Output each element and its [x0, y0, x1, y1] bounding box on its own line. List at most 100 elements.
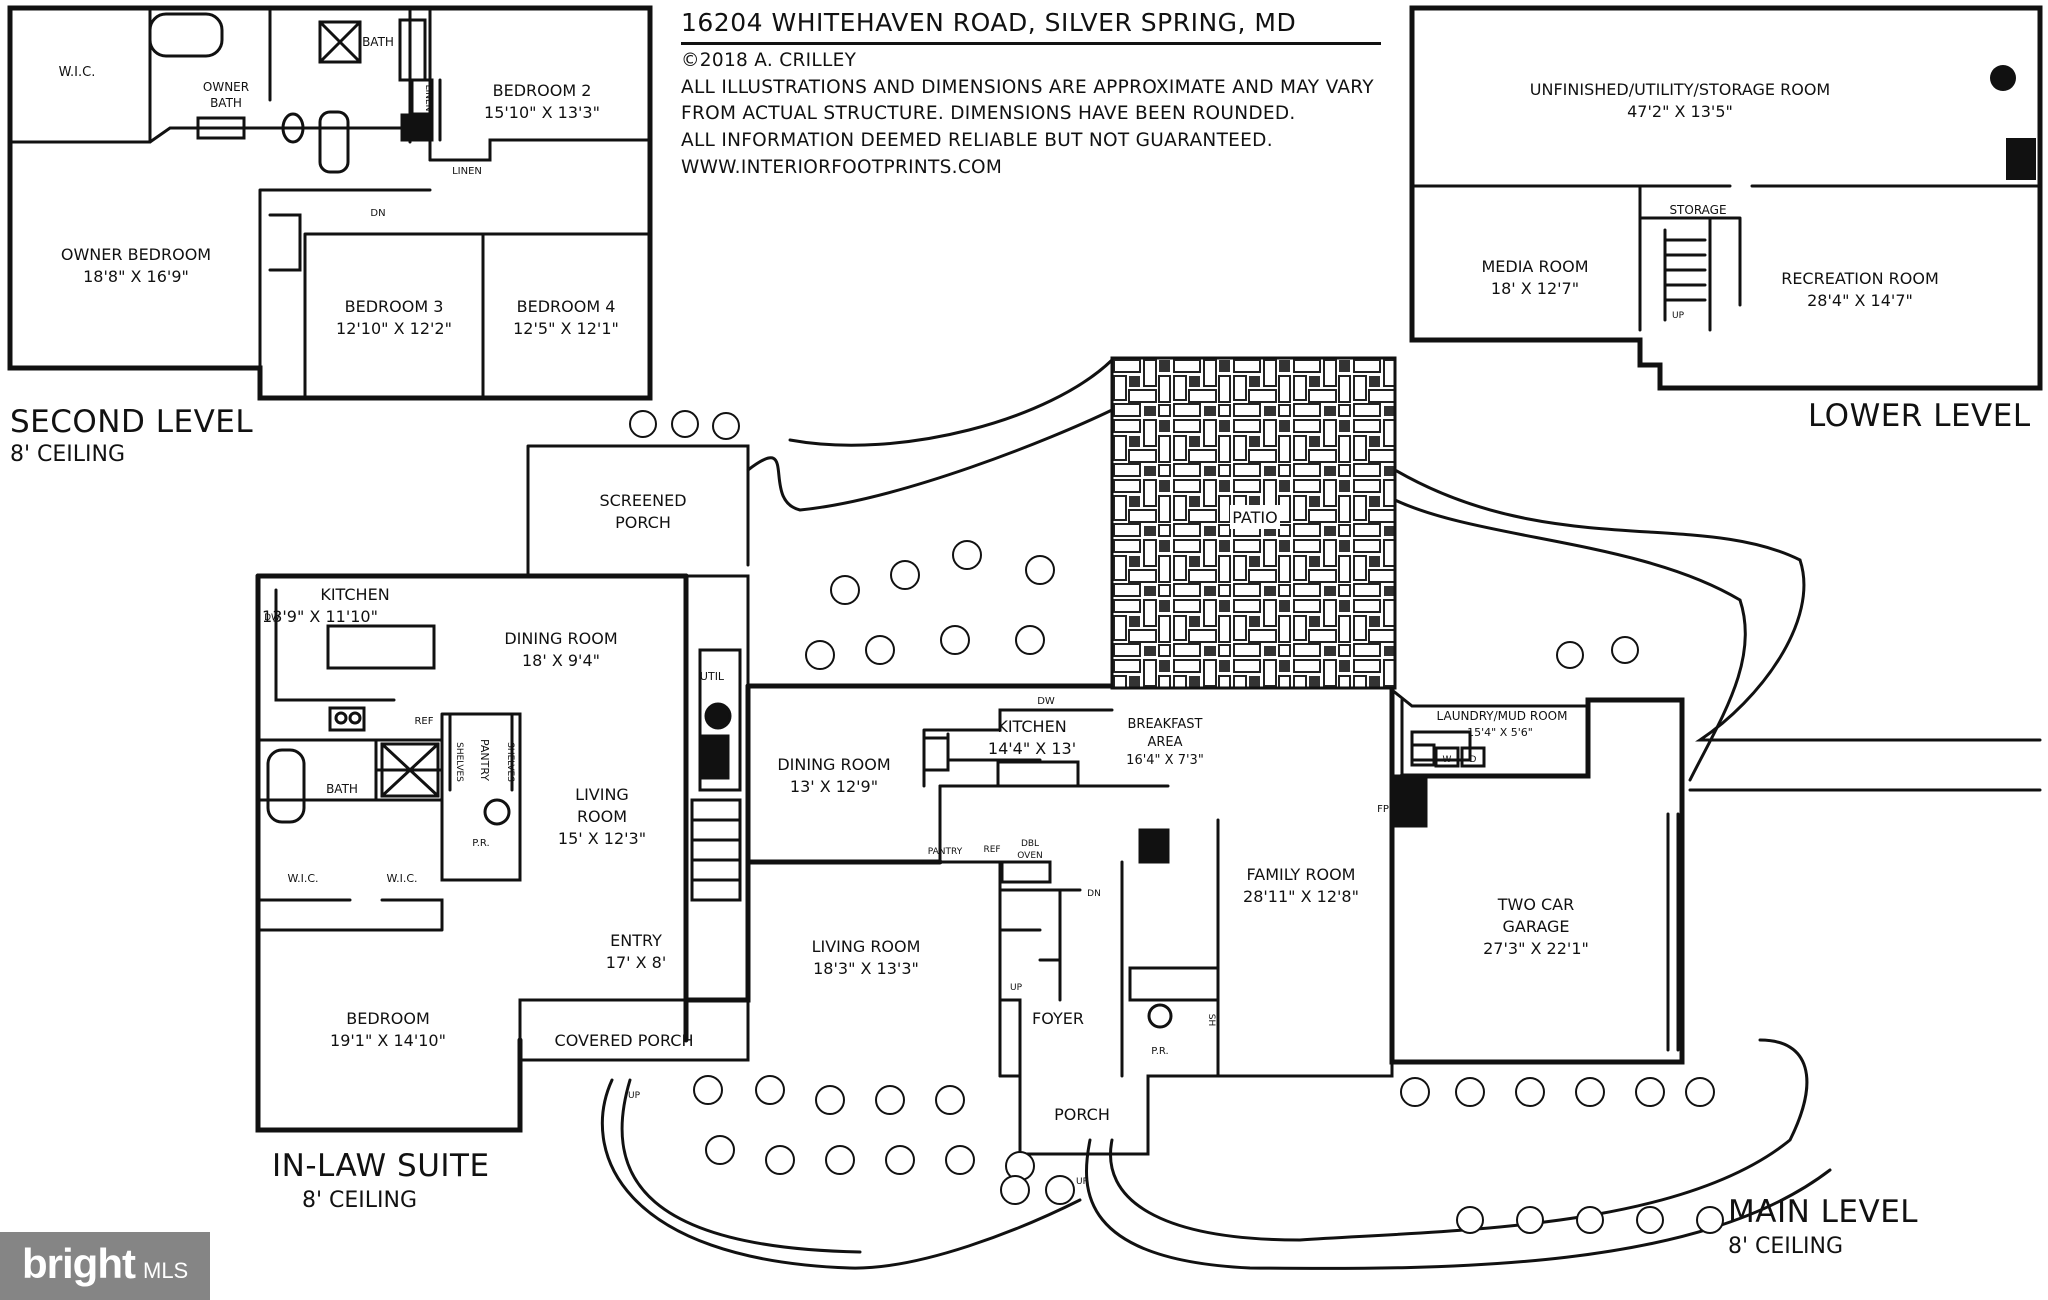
linen-a-label: LINEN [452, 166, 482, 177]
up-lower-label: UP [1672, 311, 1685, 321]
linen-b-label: LINEN [423, 85, 433, 112]
up-foyer-label: UP [1010, 983, 1023, 993]
bedroom4-name: BEDROOM 4 [517, 297, 616, 316]
porch-label: PORCH [1054, 1105, 1110, 1124]
up-covered-porch-label: UP [628, 1091, 641, 1101]
main-level-ceiling: 8' CEILING [1728, 1234, 1844, 1259]
main-level-plan [255, 573, 1685, 1156]
bright-logo-text: bright [22, 1240, 136, 1287]
family-room-name: FAMILY ROOM [1247, 865, 1356, 884]
bedroom2-name: BEDROOM 2 [493, 81, 592, 100]
pr-inlaw-label: P.R. [472, 838, 489, 849]
owner-bedroom-name: OWNER BEDROOM [61, 245, 211, 264]
storage-room-dims: 47'2" X 13'5" [1627, 102, 1733, 121]
living-main-dims: 18'3" X 13'3" [813, 959, 919, 978]
entry-name: ENTRY [610, 931, 662, 950]
dining-main-name: DINING ROOM [777, 755, 890, 774]
living-inlaw-name-2: ROOM [577, 807, 627, 826]
dn-second-label: DN [370, 208, 385, 219]
owner-bath-label-2: BATH [210, 96, 242, 110]
bright-mls-watermark: bright MLS [0, 1232, 210, 1300]
kitchen-inlaw-name: KITCHEN [320, 585, 389, 604]
garage-name-1: TWO CAR [1497, 895, 1575, 914]
ref-inlaw-label: REF [414, 716, 433, 727]
shelves-a-label: SHELVES [454, 742, 464, 782]
dbl-oven-label-2: OVEN [1017, 851, 1043, 861]
property-address-title: 16204 WHITEHAVEN ROAD, SILVER SPRING, MD [681, 8, 1297, 37]
washer-label: W [1443, 755, 1452, 765]
dryer-label: D [1470, 755, 1477, 765]
bedroom4-dims: 12'5" X 12'1" [513, 319, 619, 338]
wic-b-label: W.I.C. [386, 872, 417, 885]
second-level-ceiling: 8' CEILING [10, 442, 126, 467]
living-inlaw-dims: 15' X 12'3" [558, 829, 646, 848]
website-line: WWW.INTERIORFOOTPRINTS.COM [681, 157, 1003, 178]
garden-and-paths [526, 358, 2042, 1270]
mls-logo-text: MLS [143, 1258, 189, 1283]
laundry-dims: 15'4" X 5'6" [1467, 726, 1533, 739]
entry-dims: 17' X 8' [606, 953, 666, 972]
bedroom3-name: BEDROOM 3 [345, 297, 444, 316]
recreation-room-name: RECREATION ROOM [1781, 269, 1939, 288]
fireplace-label: FP [1377, 804, 1389, 815]
dbl-oven-label-1: DBL [1021, 839, 1039, 849]
lower-level-label: LOWER LEVEL [1808, 398, 2031, 434]
dn-main-label: DN [1087, 889, 1101, 899]
kitchen-main-dims: 14'4" X 13' [988, 739, 1076, 758]
landscape-shrubs [629, 410, 1724, 1234]
patio-label: PATIO [1232, 508, 1277, 527]
garage-name-2: GARAGE [1503, 917, 1570, 936]
pantry-inlaw-label: PANTRY [478, 739, 491, 781]
pr-main-label: P.R. [1151, 1046, 1168, 1057]
disclaimer-line-2: FROM ACTUAL STRUCTURE. DIMENSIONS HAVE B… [681, 103, 1296, 124]
foyer-label: FOYER [1032, 1009, 1084, 1028]
bath2-label: BATH [362, 35, 394, 49]
disclaimer-line-3: ALL INFORMATION DEEMED RELIABLE BUT NOT … [681, 130, 1273, 151]
laundry-name: LAUNDRY/MUD ROOM [1437, 709, 1568, 723]
pantry-main-label: PANTRY [928, 847, 963, 857]
bedroom-inlaw-name: BEDROOM [346, 1009, 430, 1028]
storage-label: STORAGE [1669, 203, 1726, 217]
breakfast-name-1: BREAKFAST [1128, 717, 1203, 732]
copyright-line: ©2018 A. CRILLEY [681, 50, 857, 71]
dining-inlaw-dims: 18' X 9'4" [522, 651, 600, 670]
family-room-dims: 28'11" X 12'8" [1243, 887, 1359, 906]
title-underline [681, 42, 1381, 45]
second-level-plan [7, 5, 653, 401]
screened-porch-label-2: PORCH [615, 513, 671, 532]
owner-bath-label-1: OWNER [203, 80, 249, 94]
util-label: UTIL [700, 670, 725, 683]
wic-a-label: W.I.C. [287, 872, 318, 885]
breakfast-name-2: AREA [1147, 735, 1182, 750]
shelves-b-label: SHELVES [505, 742, 515, 782]
inlaw-suite-ceiling: 8' CEILING [302, 1188, 418, 1213]
dw-main-label: DW [1037, 696, 1055, 707]
lower-level-plan [1409, 5, 2043, 391]
owner-bedroom-dims: 18'8" X 16'9" [83, 267, 189, 286]
up-porch-label: UP [1076, 1177, 1089, 1187]
living-main-name: LIVING ROOM [812, 937, 921, 956]
bedroom-inlaw-dims: 19'1" X 14'10" [330, 1031, 446, 1050]
dw-inlaw-label: DW [264, 613, 280, 623]
recreation-room-dims: 28'4" X 14'7" [1807, 291, 1913, 310]
ref-main-label: REF [983, 845, 1000, 855]
kitchen-inlaw-dims: 13'9" X 11'10" [262, 607, 378, 626]
living-inlaw-name-1: LIVING [575, 785, 629, 804]
second-level-label: SECOND LEVEL [10, 404, 254, 440]
storage-room-name: UNFINISHED/UTILITY/STORAGE ROOM [1530, 80, 1830, 99]
media-room-name: MEDIA ROOM [1481, 257, 1588, 276]
disclaimer-line-1: ALL ILLUSTRATIONS AND DIMENSIONS ARE APP… [681, 77, 1374, 98]
dining-inlaw-name: DINING ROOM [504, 629, 617, 648]
bedroom3-dims: 12'10" X 12'2" [336, 319, 452, 338]
media-room-dims: 18' X 12'7" [1491, 279, 1579, 298]
dining-main-dims: 13' X 12'9" [790, 777, 878, 796]
screened-porch-label-1: SCREENED [599, 491, 686, 510]
garage-dims: 27'3" X 22'1" [1483, 939, 1589, 958]
inlaw-suite-label: IN-LAW SUITE [272, 1148, 490, 1184]
shower-label: SH [1206, 1014, 1216, 1026]
breakfast-dims: 16'4" X 7'3" [1126, 753, 1204, 768]
bath-inlaw-label: BATH [326, 782, 358, 796]
wic-owner-label: W.I.C. [59, 65, 96, 80]
room-labels: W.I.C. OWNER BATH BATH LINEN LINEN BEDRO… [59, 35, 1939, 1187]
